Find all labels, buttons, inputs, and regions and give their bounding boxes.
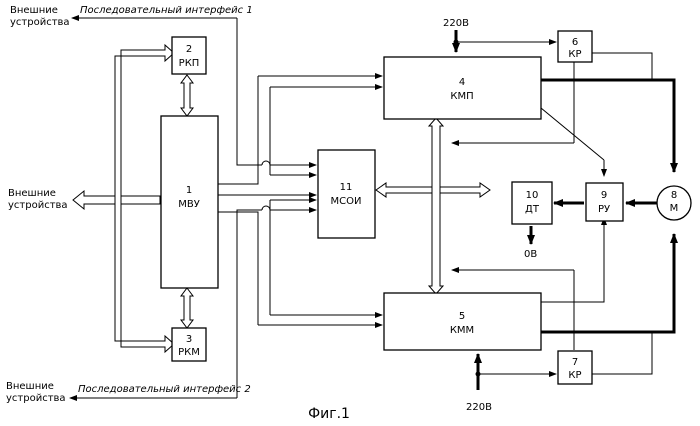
ext-bot-line1: Внешние [6,381,54,392]
serial-1-label: Последовательный интерфейс 1 [80,5,253,16]
block-kmp-num: 4 [459,77,465,88]
block-rkm: 3 РКМ [172,328,206,361]
block-rkm-num: 3 [186,334,192,345]
block-rkm-name: РКМ [178,347,200,358]
ground-label: 0В [524,249,537,260]
block-dt-name: ДТ [525,204,540,215]
block-kr-top-num: 6 [572,37,578,48]
block-mvu: 1 МВУ [161,116,218,288]
block-ru-num: 9 [601,190,607,201]
ext-top-line1: Внешние [10,5,58,16]
block-kmp-name: КМП [450,91,473,102]
block-kmp: 4 КМП [384,57,541,119]
block-mvu-name: МВУ [178,199,200,210]
block-msoi-num: 11 [340,182,353,193]
block-motor: 8 М [657,186,691,220]
block-ru-name: РУ [598,204,610,215]
block-kr-top: 6 КР [558,31,592,62]
block-kr-bot-name: КР [568,370,581,381]
block-kmm: 5 КММ [384,293,541,350]
block-msoi: 11 МСОИ [318,150,375,238]
figure-caption: Фиг.1 [308,406,350,422]
bus-rkp-mvu [181,75,193,116]
block-kr-bot-num: 7 [572,357,578,368]
block-motor-name: М [670,203,679,214]
ext-bot-line2: устройства [6,393,66,404]
block-kr-top-name: КР [568,49,581,60]
block-kr-bot: 7 КР [558,351,592,384]
ext-mid-line1: Внешние [8,188,56,199]
msoi-bus [376,118,490,294]
external-bus: Внешние устройства [8,45,174,352]
block-msoi-name: МСОИ [331,196,362,207]
block-dt-num: 10 [526,190,539,201]
block-rkp: 2 РКП [172,37,206,74]
block-kmm-num: 5 [459,311,465,322]
block-rkp-name: РКП [179,58,200,69]
block-kmm-name: КММ [450,325,474,336]
power-bot-label: 220В [466,402,492,413]
block-dt: 10 ДТ [512,182,552,224]
block-mvu-num: 1 [186,185,192,196]
serial-2-label: Последовательный интерфейс 2 [78,384,251,395]
ext-top-line2: устройства [10,17,70,28]
bus-mvu-rkm [181,288,193,328]
block-ru: 9 РУ [586,183,623,221]
ext-mid-line2: устройства [8,200,68,211]
block-motor-num: 8 [671,190,677,201]
block-rkp-num: 2 [186,44,192,55]
power-top-label: 220В [443,18,469,29]
